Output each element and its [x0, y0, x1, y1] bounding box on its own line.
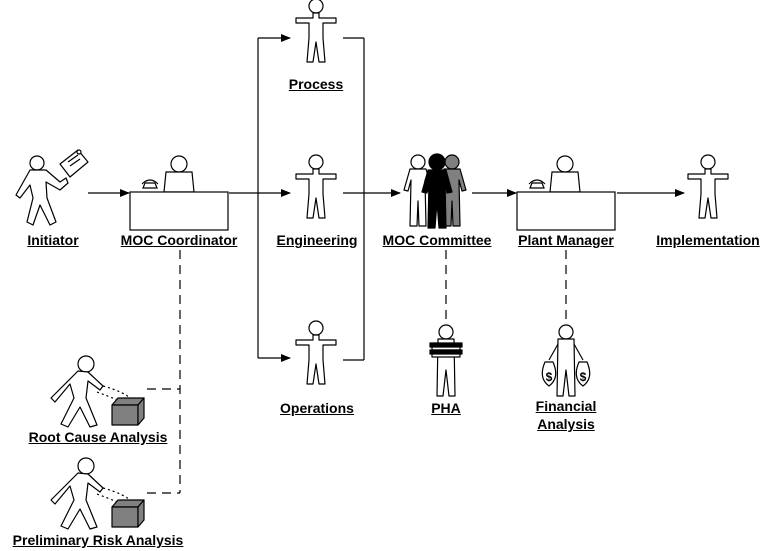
- money-bag-left-symbol: $: [546, 370, 553, 384]
- implementation-label: Implementation: [656, 232, 760, 248]
- pha-figure: [429, 324, 463, 397]
- money-bag-left-icon: [541, 361, 557, 387]
- implementation-figure: [687, 154, 729, 219]
- support-connectors: [147, 250, 567, 494]
- preliminary-risk-analysis-label: Preliminary Risk Analysis: [12, 532, 184, 548]
- initiator-figure: [15, 149, 89, 226]
- process-figure: [295, 0, 337, 63]
- moc-coordinator-label: MOC Coordinator: [120, 232, 238, 248]
- financial-analysis-figure: [541, 324, 591, 397]
- pha-label: PHA: [431, 400, 461, 416]
- initiator-label: Initiator: [27, 232, 79, 248]
- flow-connectors: [88, 34, 685, 362]
- operations-figure: [295, 320, 337, 385]
- preliminary-risk-analysis-figure: [50, 457, 145, 530]
- moc-coordinator-desk: [129, 155, 229, 231]
- financial-analysis-label-line2: Analysis: [537, 416, 595, 432]
- engineering-label: Engineering: [276, 232, 358, 248]
- plant-manager-desk: [516, 155, 616, 231]
- money-bag-right-icon: [575, 361, 591, 387]
- process-label: Process: [288, 76, 344, 92]
- moc-committee-label: MOC Committee: [382, 232, 492, 248]
- engineering-figure: [295, 154, 337, 219]
- root-cause-analysis-figure: [50, 355, 145, 428]
- root-cause-analysis-label: Root Cause Analysis: [28, 429, 168, 445]
- financial-analysis-label-line1: Financial: [535, 398, 597, 414]
- operations-label: Operations: [280, 400, 354, 416]
- plant-manager-label: Plant Manager: [518, 232, 614, 248]
- moc-committee-group: [403, 153, 467, 229]
- money-bag-right-symbol: $: [580, 370, 587, 384]
- committee-member-black: [421, 153, 453, 229]
